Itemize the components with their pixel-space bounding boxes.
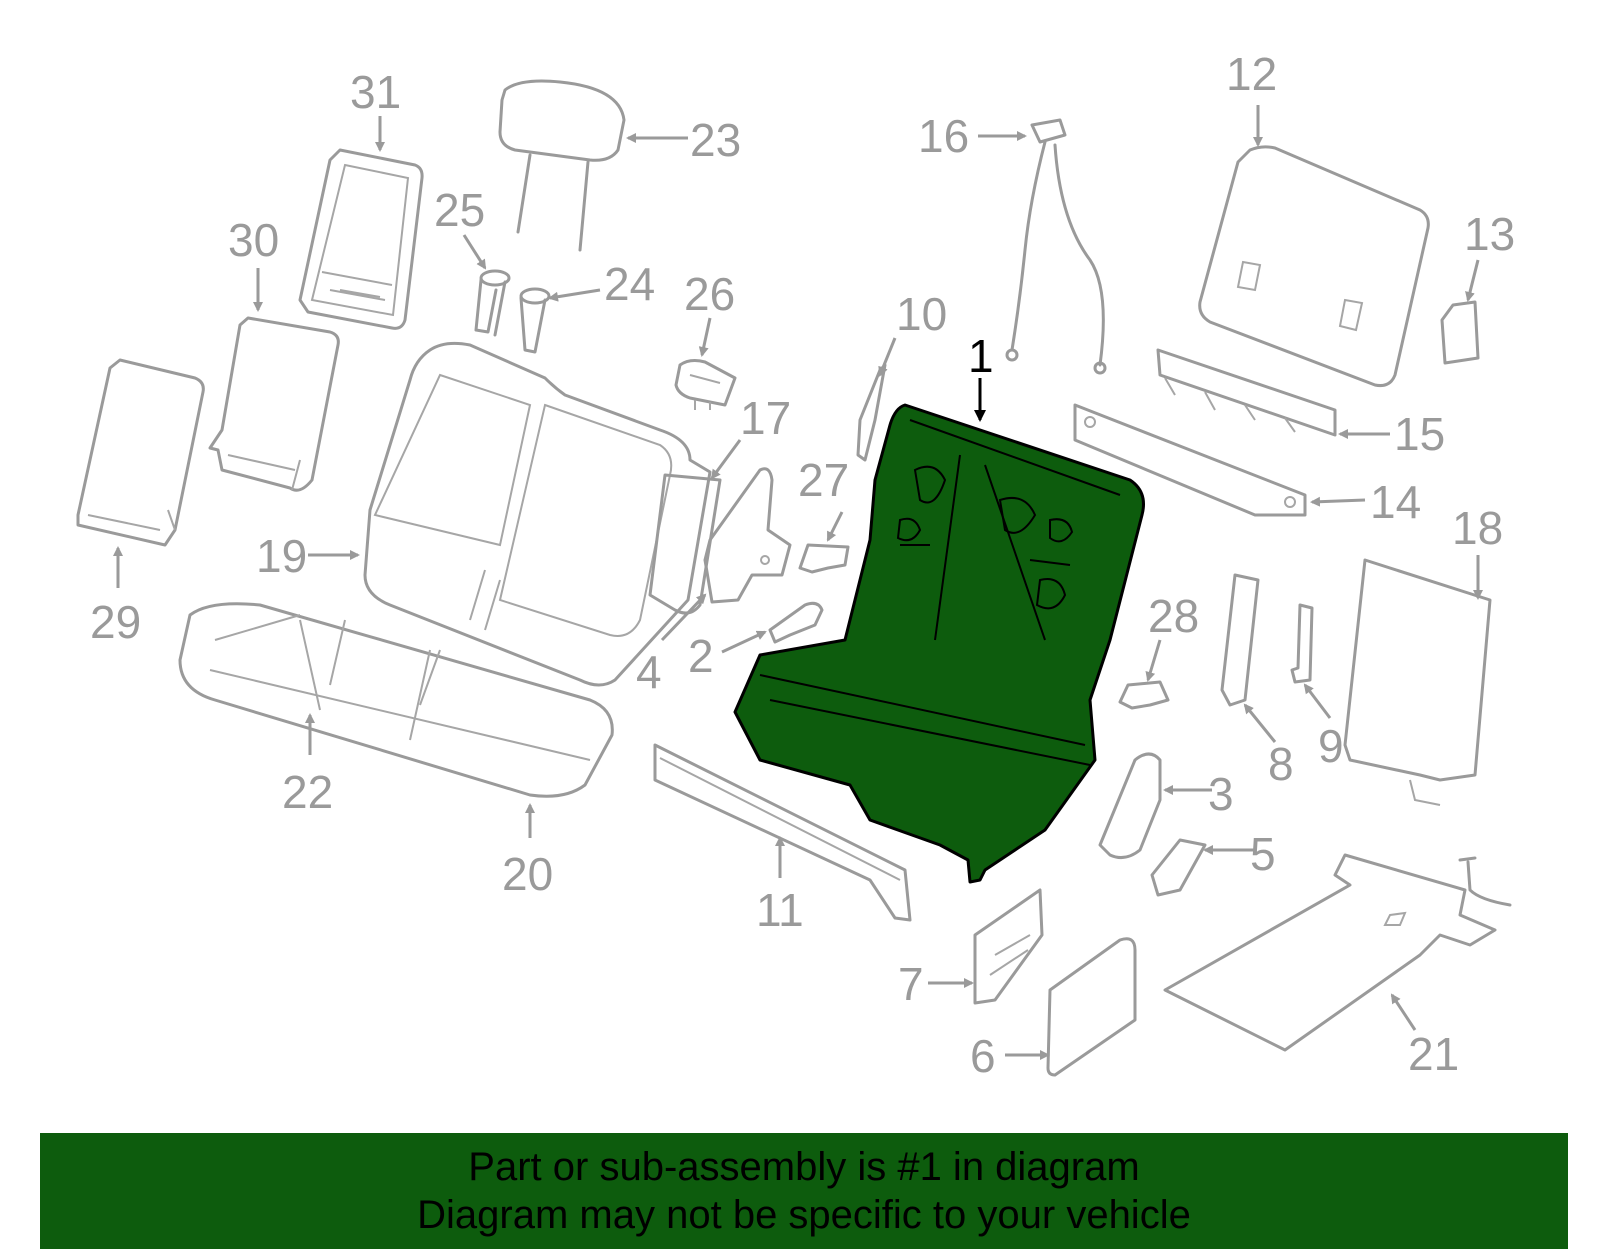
callout-19: 19	[256, 530, 307, 582]
part-15-rail	[1156, 348, 1337, 437]
part-26-latch-cover	[674, 359, 737, 410]
part-3-cover	[1098, 752, 1162, 860]
callout-2: 2	[688, 630, 714, 682]
callout-16: 16	[918, 110, 969, 162]
part-21-carpet	[1163, 853, 1512, 1052]
callout-10: 10	[896, 288, 947, 340]
part-13-cover	[1440, 300, 1480, 365]
part-27-clip	[798, 543, 850, 574]
callout-11: 11	[756, 884, 804, 936]
part-18-panel	[1343, 558, 1492, 806]
callout-6: 6	[970, 1030, 996, 1082]
part-28-clip	[1118, 680, 1170, 710]
leader-lines	[113, 105, 1483, 1060]
callout-18: 18	[1452, 502, 1503, 554]
banner-line-2: Diagram may not be specific to your vehi…	[417, 1193, 1191, 1237]
part-10-bracket	[856, 363, 887, 462]
part-31-backrest-panel	[298, 148, 424, 330]
part-8-trim	[1220, 573, 1260, 707]
part-22-seat-cushion	[178, 602, 614, 798]
part-14-rail	[1073, 403, 1307, 517]
part-7-bracket	[973, 888, 1044, 1005]
callout-22: 22	[282, 766, 333, 818]
part-16-cable	[1005, 118, 1107, 375]
callout-23: 23	[690, 114, 741, 166]
callout-12: 12	[1226, 48, 1277, 100]
info-banner: Part or sub-assembly is #1 in diagram Di…	[40, 1133, 1568, 1249]
callout-8: 8	[1268, 738, 1294, 790]
callout-1: 1	[968, 330, 994, 382]
part-12-seatback	[1198, 145, 1430, 387]
callout-15: 15	[1394, 408, 1445, 460]
callout-20: 20	[502, 848, 553, 900]
callout-30: 30	[228, 214, 279, 266]
part-9-trim	[1290, 603, 1314, 684]
callout-13: 13	[1464, 208, 1515, 260]
part-11-rail	[653, 743, 912, 922]
parts-diagram: 1 31 30 29 23 25 24 26 19 17 27 4 2 22 2…	[76, 48, 1515, 1082]
callout-21: 21	[1408, 1028, 1459, 1080]
callout-28: 28	[1148, 590, 1199, 642]
part-4-bracket	[703, 467, 792, 604]
callout-9: 9	[1318, 720, 1344, 772]
part-23-headrest	[498, 79, 626, 252]
callout-29: 29	[90, 596, 141, 648]
callout-31: 31	[350, 66, 401, 118]
callout-17: 17	[740, 392, 791, 444]
part-24-headrest-guide	[519, 287, 551, 354]
part-19-backrest-cushion	[363, 341, 712, 687]
callout-7: 7	[898, 958, 924, 1010]
callout-27: 27	[798, 454, 849, 506]
part-30-panel	[208, 316, 340, 492]
banner-line-1: Part or sub-assembly is #1 in diagram	[468, 1145, 1140, 1189]
part-6-cover	[1046, 937, 1137, 1077]
callout-5: 5	[1250, 828, 1276, 880]
part-25-headrest-guide	[474, 269, 511, 337]
callout-26: 26	[684, 268, 735, 320]
part-5-bracket	[1150, 838, 1207, 897]
callout-24: 24	[604, 258, 655, 310]
part-29-panel	[76, 358, 205, 547]
part-2-bracket	[768, 601, 824, 644]
callout-3: 3	[1208, 768, 1234, 820]
callout-14: 14	[1370, 476, 1421, 528]
callout-4: 4	[636, 646, 662, 698]
part-1-seat-frame-highlight	[733, 403, 1145, 884]
callout-25: 25	[434, 184, 485, 236]
